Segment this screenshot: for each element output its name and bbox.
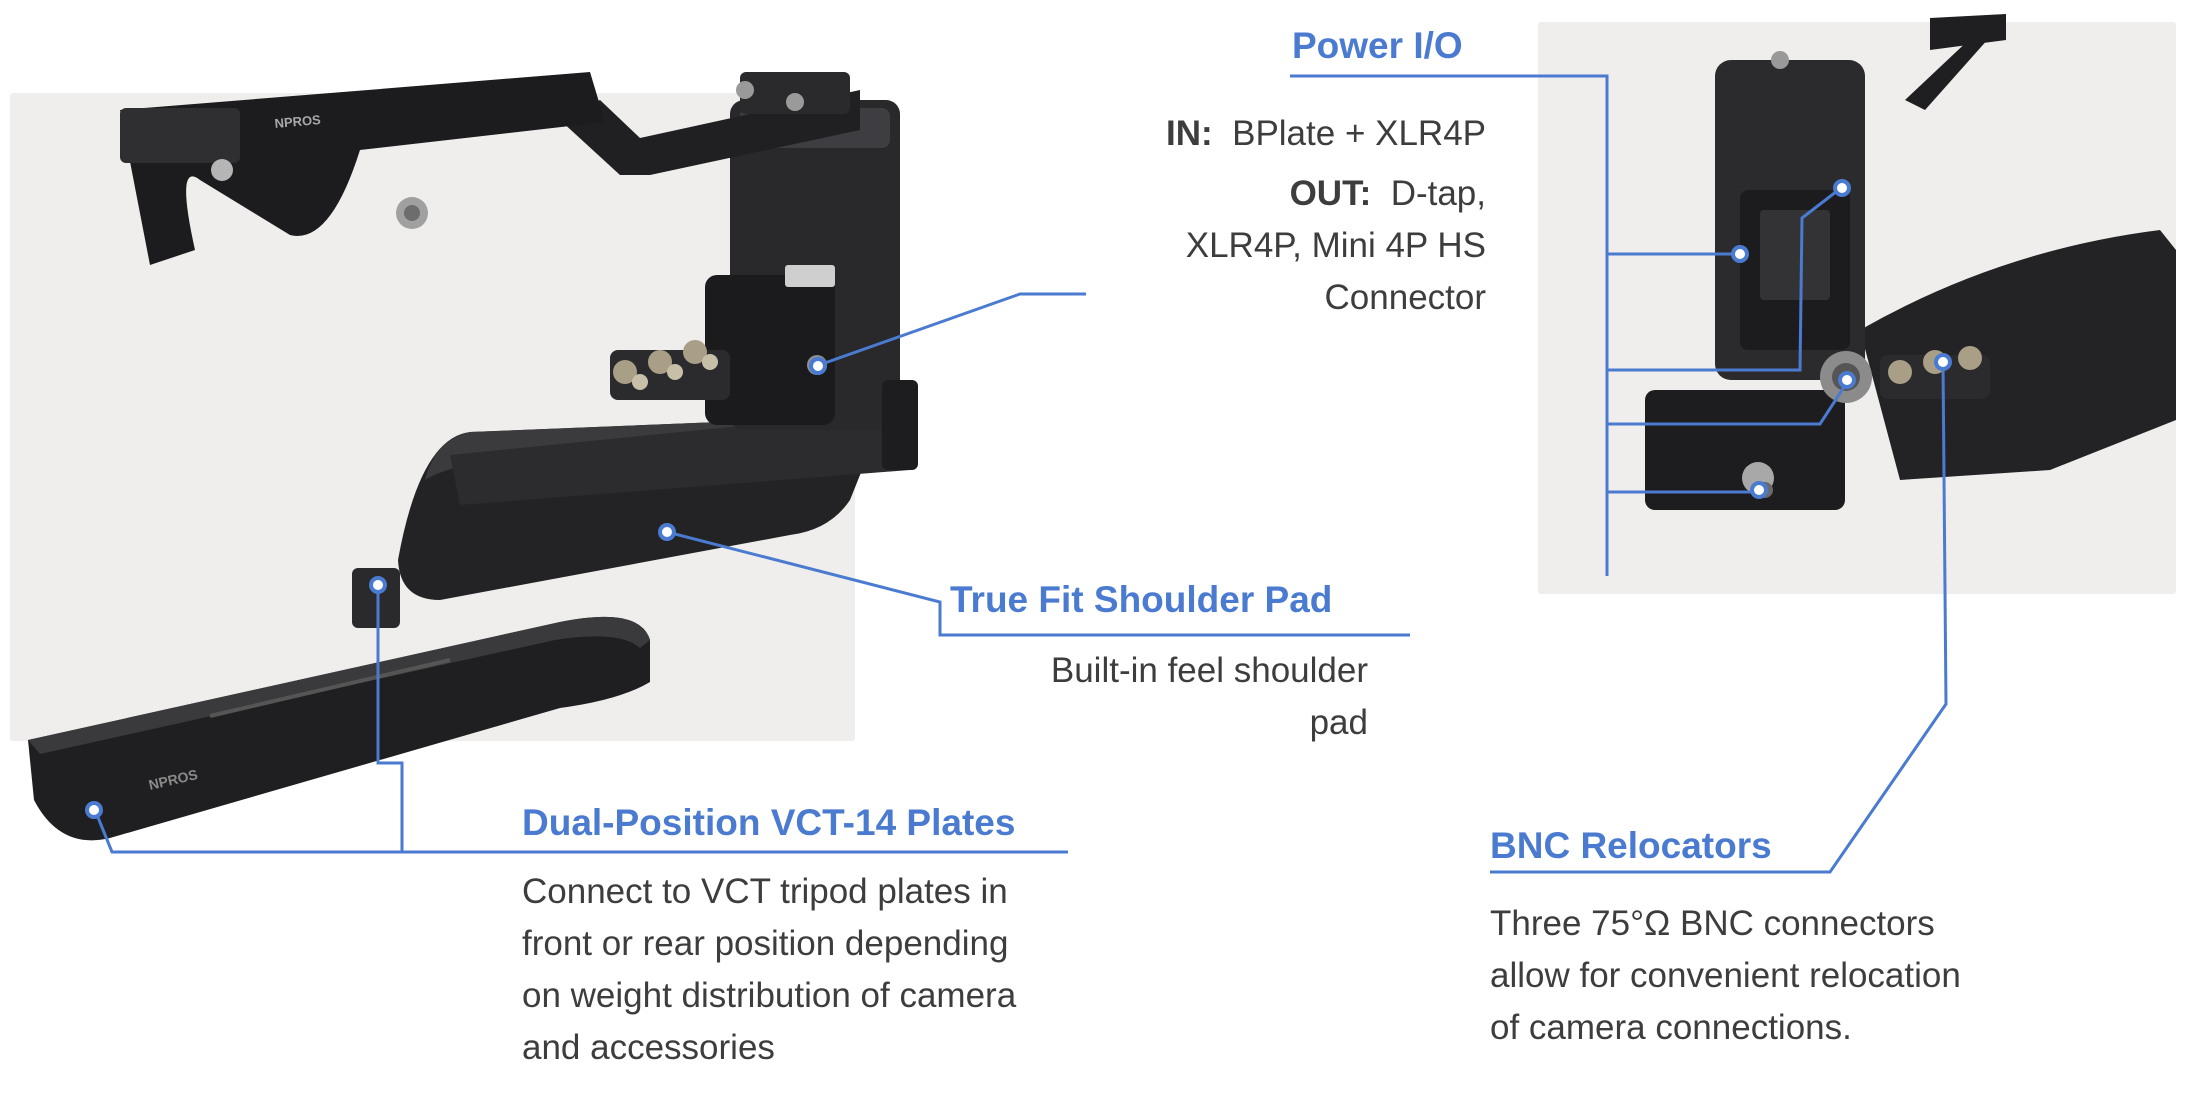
vct-plates-line-2: front or rear position depending [522, 924, 1009, 963]
power-io-out-value-2: XLR4P, Mini 4P HS [1185, 226, 1486, 265]
bnc-description: Three 75°Ω BNC connectors allow for conv… [1490, 898, 2130, 1054]
vct-rail-plate [28, 616, 650, 841]
vct-plates-description: Connect to VCT tripod plates in front or… [522, 866, 1142, 1074]
leader-bnc [1490, 362, 1948, 874]
dot-power-d [1750, 481, 1768, 499]
power-io-in-label: IN: [1165, 114, 1213, 153]
bnc-connectors-left [610, 340, 730, 400]
bnc-line-1: Three 75°Ω BNC connectors [1490, 904, 1935, 943]
leader-power-io-left [821, 292, 1086, 366]
dot-vct-rear [369, 576, 387, 594]
shoulder-pad-line-1: Built-in feel shoulder [1050, 651, 1368, 690]
bnc-line-3: of camera connections. [1490, 1008, 1852, 1047]
shoulder-pad-description: Built-in feel shoulder pad [948, 645, 1368, 749]
leader-power-io-branch-b [1607, 186, 1842, 372]
power-io-out-value-3: Connector [1324, 278, 1486, 317]
vct-plates-line-4: and accessories [522, 1028, 775, 1067]
shoulder-pad-title: True Fit Shoulder Pad [950, 579, 1333, 620]
leader-shoulder-pad [666, 530, 1410, 637]
leader-vct-plates [93, 589, 404, 854]
power-io-in-line: IN: BPlate + XLR4P [1066, 108, 1486, 160]
handle [120, 72, 605, 265]
bnc-title: BNC Relocators [1490, 825, 1772, 866]
shoulder-pad-line-2: pad [1309, 703, 1368, 742]
bnc-connectors-right [1880, 346, 1990, 399]
leader-power-io-right [1290, 74, 1609, 576]
power-io-title: Power I/O [1292, 25, 1463, 66]
dot-power-b [1833, 179, 1851, 197]
power-io-out-value-1: D-tap, [1390, 174, 1486, 213]
connector-box [705, 275, 835, 425]
dot-power-c [1838, 371, 1856, 389]
power-io-in-value: BPlate + XLR4P [1232, 114, 1486, 153]
vct-plates-line-3: on weight distribution of camera [522, 976, 1017, 1015]
dot-bnc [1934, 353, 1952, 371]
power-io-out-line: OUT: D-tap, [1066, 168, 1486, 220]
bnc-line-2: allow for convenient relocation [1490, 956, 1961, 995]
power-io-description: IN: BPlate + XLR4P OUT: D-tap, XLR4P, Mi… [1066, 108, 1486, 324]
dot-power-a [1731, 245, 1749, 263]
power-io-out-label: OUT: [1289, 174, 1372, 213]
dot-vct-front [85, 801, 103, 819]
vct-plates-line-1: Connect to VCT tripod plates in [522, 872, 1008, 911]
vct-plates-title: Dual-Position VCT-14 Plates [522, 802, 1016, 843]
dot-power-io-left [809, 357, 827, 375]
dot-shoulder-pad [658, 523, 676, 541]
leader-power-io-branch-c [1607, 383, 1848, 426]
handle-logo: NPROS [274, 112, 322, 131]
